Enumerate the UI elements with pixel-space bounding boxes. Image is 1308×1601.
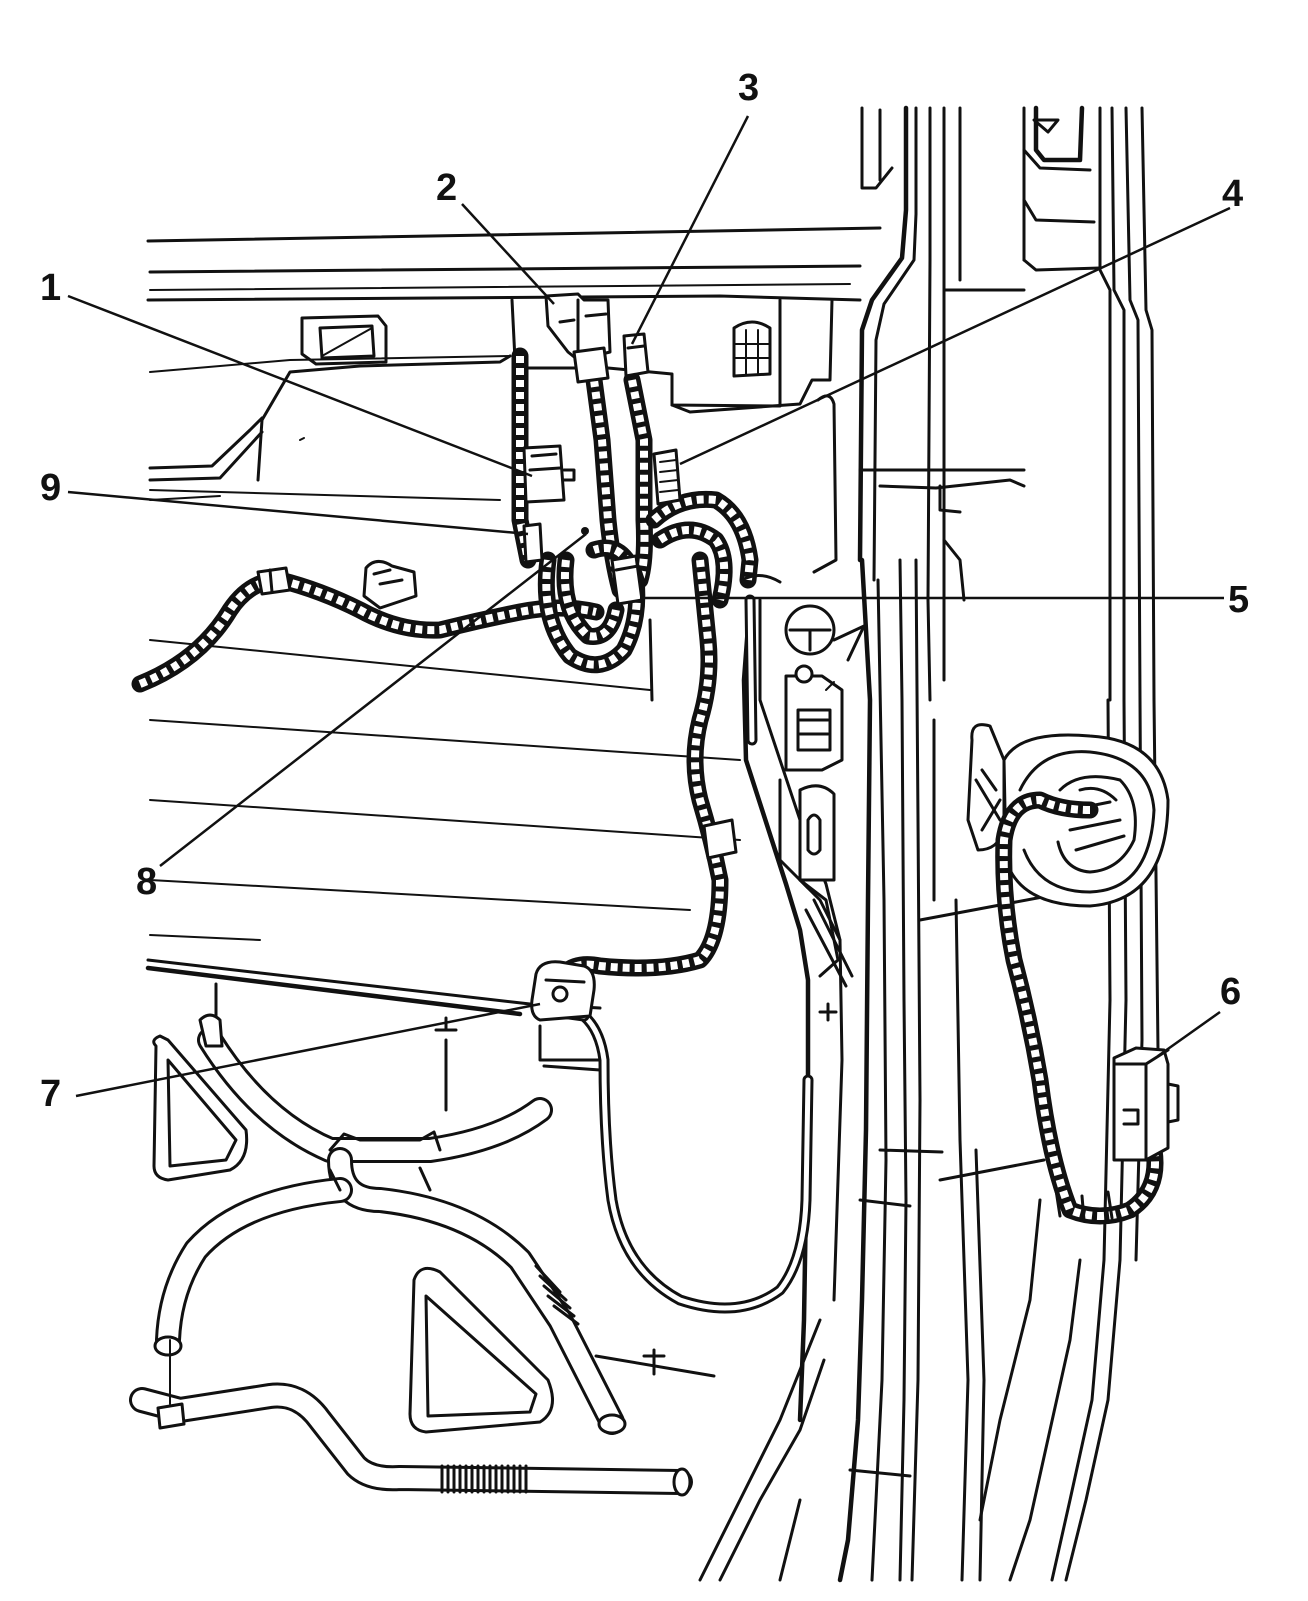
leader-3: [630, 115, 750, 345]
callout-5: 5: [1228, 579, 1249, 621]
lower-brace: [408, 1266, 554, 1434]
a-pillar-door-frame: [698, 105, 1160, 1583]
callout-leaders: [67, 115, 1231, 1098]
harness-clip: [702, 818, 738, 860]
inline-connector-left: [256, 566, 292, 596]
callout-labels: 1 2 3 4 5 6 7 8 9: [40, 67, 1249, 1115]
connectors: [256, 292, 1180, 1162]
callout-9: 9: [40, 467, 61, 509]
connector-4: [652, 448, 682, 506]
callout-7: 7: [40, 1073, 61, 1115]
leader-8: [159, 533, 587, 867]
callout-4: 4: [1222, 173, 1243, 215]
bracket-switch-housing: [784, 674, 844, 772]
connector-8-point: [581, 527, 589, 535]
callout-6: 6: [1220, 971, 1241, 1013]
dash-panel-structure: [145, 226, 882, 1112]
door-harness-grommet: [1002, 733, 1170, 908]
leader-9: [67, 490, 529, 536]
callout-3: 3: [738, 67, 759, 109]
callout-2: 2: [436, 167, 457, 209]
loose-connector: [362, 560, 418, 610]
leader-1: [67, 294, 533, 478]
callout-1: 1: [40, 267, 61, 309]
connector-6: [1112, 1046, 1170, 1162]
leader-6: [1157, 1010, 1221, 1058]
pillar-brackets: [784, 604, 1170, 988]
pedal-support-tubes: [129, 1013, 716, 1497]
wiring-harnesses: [131, 347, 1164, 1314]
connector-9: [522, 522, 544, 564]
leader-2: [461, 203, 555, 305]
connector-3: [622, 332, 650, 378]
connector-1: [522, 444, 566, 504]
callout-8: 8: [136, 861, 157, 903]
connector-5: [610, 554, 644, 606]
leader-7: [75, 1002, 541, 1098]
leader-4: [679, 206, 1231, 466]
